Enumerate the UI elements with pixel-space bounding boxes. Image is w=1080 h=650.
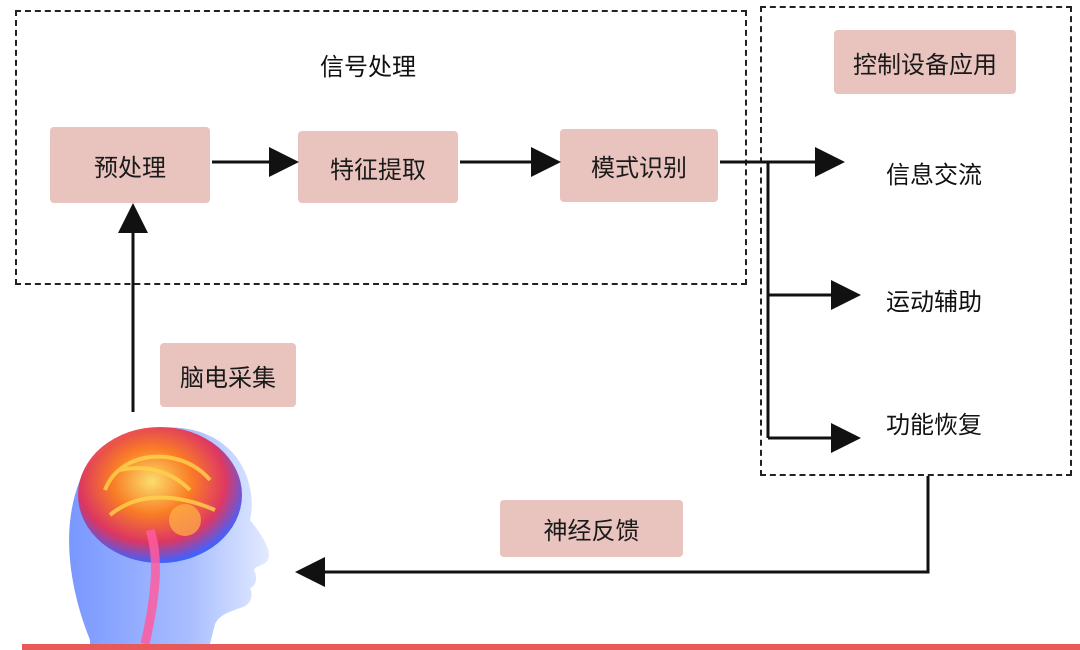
step-feature-extraction: 特征提取 bbox=[298, 131, 458, 203]
arrow-feedback bbox=[295, 476, 930, 587]
signal-processing-group bbox=[15, 10, 747, 285]
eeg-acquisition-box: 脑电采集 bbox=[160, 343, 296, 407]
output-function-recovery: 功能恢复 bbox=[886, 411, 982, 439]
bottom-accent-bar bbox=[22, 644, 1080, 650]
signal-processing-title: 信号处理 bbox=[320, 53, 416, 81]
step-pattern-recognition: 模式识别 bbox=[560, 129, 718, 202]
control-application-group bbox=[760, 6, 1072, 476]
neural-feedback-box: 神经反馈 bbox=[500, 500, 683, 557]
brain-head-illustration bbox=[69, 427, 269, 644]
control-application-title: 控制设备应用 bbox=[834, 30, 1016, 94]
step-preprocessing: 预处理 bbox=[50, 127, 210, 203]
output-motor-assist: 运动辅助 bbox=[886, 288, 982, 316]
output-communication: 信息交流 bbox=[886, 161, 982, 189]
